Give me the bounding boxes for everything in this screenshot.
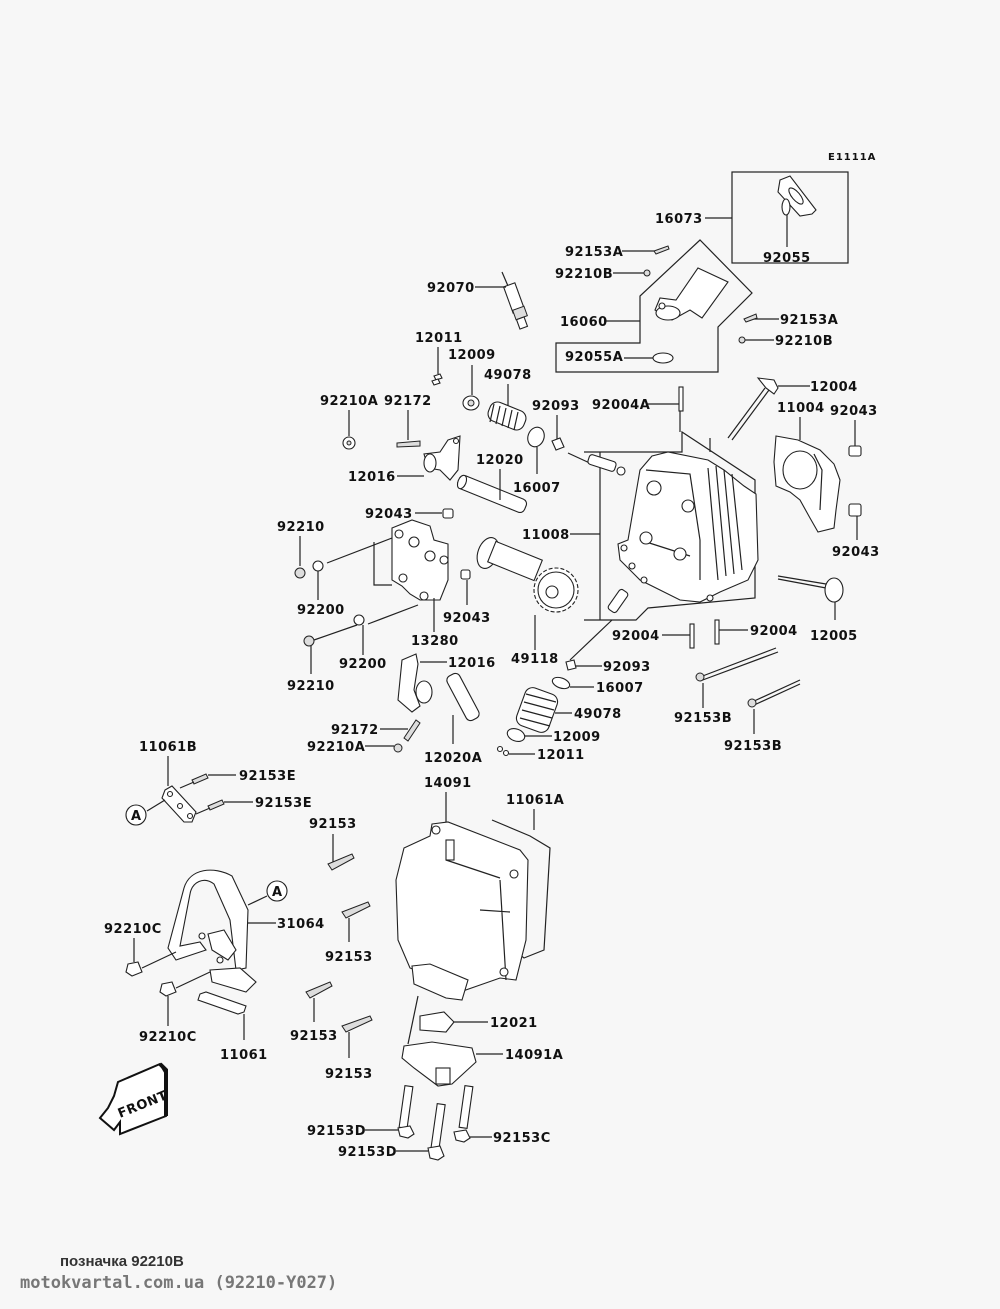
label-92153-3: 92153 — [290, 1029, 338, 1044]
part-16060-manifold — [624, 267, 729, 364]
label-92004A: 92004A — [592, 398, 650, 413]
label-92200-1: 92200 — [297, 603, 345, 618]
label-16073: 16073 — [655, 212, 703, 227]
part-12020-rocker-shaft — [456, 474, 528, 514]
label-12020: 12020 — [476, 453, 524, 468]
part-12016-rocker-upper — [423, 435, 461, 481]
label-92043-3: 92043 — [365, 507, 413, 522]
label-14091A: 14091A — [505, 1048, 563, 1063]
label-92153C: 92153C — [493, 1131, 551, 1146]
part-12016-rocker-lower — [397, 653, 433, 713]
label-12005: 12005 — [810, 629, 858, 644]
label-92172-1: 92172 — [384, 394, 432, 409]
label-92210A-2: 92210A — [307, 740, 365, 755]
label-49078-2: 49078 — [574, 707, 622, 722]
label-92153E-1: 92153E — [239, 769, 296, 784]
label-49078-1: 49078 — [484, 368, 532, 383]
label-16007-1: 16007 — [513, 481, 561, 496]
part-49118-camshaft — [476, 537, 579, 613]
label-92153A-2: 92153A — [780, 313, 838, 328]
label-12011-2: 12011 — [537, 748, 585, 763]
part-31064-bracket — [167, 869, 257, 993]
caption: позначка 92210B — [60, 1253, 184, 1270]
label-92210B-1: 92210B — [555, 267, 613, 282]
label-92200-2: 92200 — [339, 657, 387, 672]
label-92055: 92055 — [763, 251, 811, 266]
label-92055A: 92055A — [565, 350, 623, 365]
ref-marker-A-2: A — [272, 885, 283, 900]
label-92043-2: 92043 — [832, 545, 880, 560]
label-92153A-1: 92153A — [565, 245, 623, 260]
label-92153-1: 92153 — [309, 817, 357, 832]
label-92043-1: 92043 — [830, 404, 878, 419]
label-92004-2: 92004 — [750, 624, 798, 639]
label-92093-1: 92093 — [532, 399, 580, 414]
label-11004: 11004 — [777, 401, 825, 416]
label-12016-1: 12016 — [348, 470, 396, 485]
label-92210-1: 92210 — [277, 520, 325, 535]
part-49078-spring-upper — [487, 401, 527, 431]
label-92153-2: 92153 — [325, 950, 373, 965]
label-92093-2: 92093 — [603, 660, 651, 675]
part-92153-bolts — [397, 1085, 474, 1161]
part-12004-valve — [727, 377, 810, 441]
ref-circle-A-2 — [266, 880, 288, 902]
label-12009-2: 12009 — [553, 730, 601, 745]
label-11008: 11008 — [522, 528, 570, 543]
label-92210C-2: 92210C — [139, 1030, 197, 1045]
label-16007-2: 16007 — [596, 681, 644, 696]
label-16060: 16060 — [560, 315, 608, 330]
label-14091: 14091 — [424, 776, 472, 791]
part-16073-plate — [777, 175, 817, 247]
part-11004-gasket — [773, 435, 841, 533]
label-31064: 31064 — [277, 917, 325, 932]
label-92210A-1: 92210A — [320, 394, 378, 409]
label-92153E-2: 92153E — [255, 796, 312, 811]
label-12004: 12004 — [810, 380, 858, 395]
label-92153D-2: 92153D — [338, 1145, 397, 1160]
label-92210B-2: 92210B — [775, 334, 833, 349]
label-92172-2: 92172 — [331, 723, 379, 738]
label-13280: 13280 — [411, 634, 459, 649]
ref-marker-A-1: A — [131, 809, 142, 824]
label-12011-1: 12011 — [415, 331, 463, 346]
label-92153B-2: 92153B — [724, 739, 782, 754]
frame-16073 — [705, 171, 849, 264]
part-49078-spring-lower — [515, 687, 559, 733]
part-12005-valve — [777, 575, 844, 620]
part-11008-cylinder-head — [617, 451, 759, 603]
label-92153-4: 92153 — [325, 1067, 373, 1082]
frame-16060 — [555, 239, 753, 373]
ref-circle-A-1 — [125, 804, 147, 826]
label-49118: 49118 — [511, 652, 559, 667]
watermark: motokvartal.com.ua (92210-Y027) — [20, 1273, 338, 1293]
front-direction-arrow: FRONT — [98, 1062, 170, 1136]
part-92070-spark-plug — [501, 271, 529, 330]
label-92210-2: 92210 — [287, 679, 335, 694]
part-92153B-studs — [695, 647, 801, 734]
label-92004-1: 92004 — [612, 629, 660, 644]
label-11061: 11061 — [220, 1048, 268, 1063]
diagram-code: E1111A — [828, 152, 876, 163]
part-13280-holder — [391, 519, 449, 601]
label-92210C-1: 92210C — [104, 922, 162, 937]
label-92153B-1: 92153B — [674, 711, 732, 726]
label-11061A: 11061A — [506, 793, 564, 808]
part-11061B-plate — [161, 785, 197, 823]
label-12020A: 12020A — [424, 751, 482, 766]
label-92043-4: 92043 — [443, 611, 491, 626]
label-12016-2: 12016 — [448, 656, 496, 671]
label-11061B: 11061B — [139, 740, 197, 755]
label-92153D-1: 92153D — [307, 1124, 366, 1139]
label-12009-1: 12009 — [448, 348, 496, 363]
part-14091-head-cover — [395, 821, 529, 1001]
label-92070: 92070 — [427, 281, 475, 296]
label-12021: 12021 — [490, 1016, 538, 1031]
